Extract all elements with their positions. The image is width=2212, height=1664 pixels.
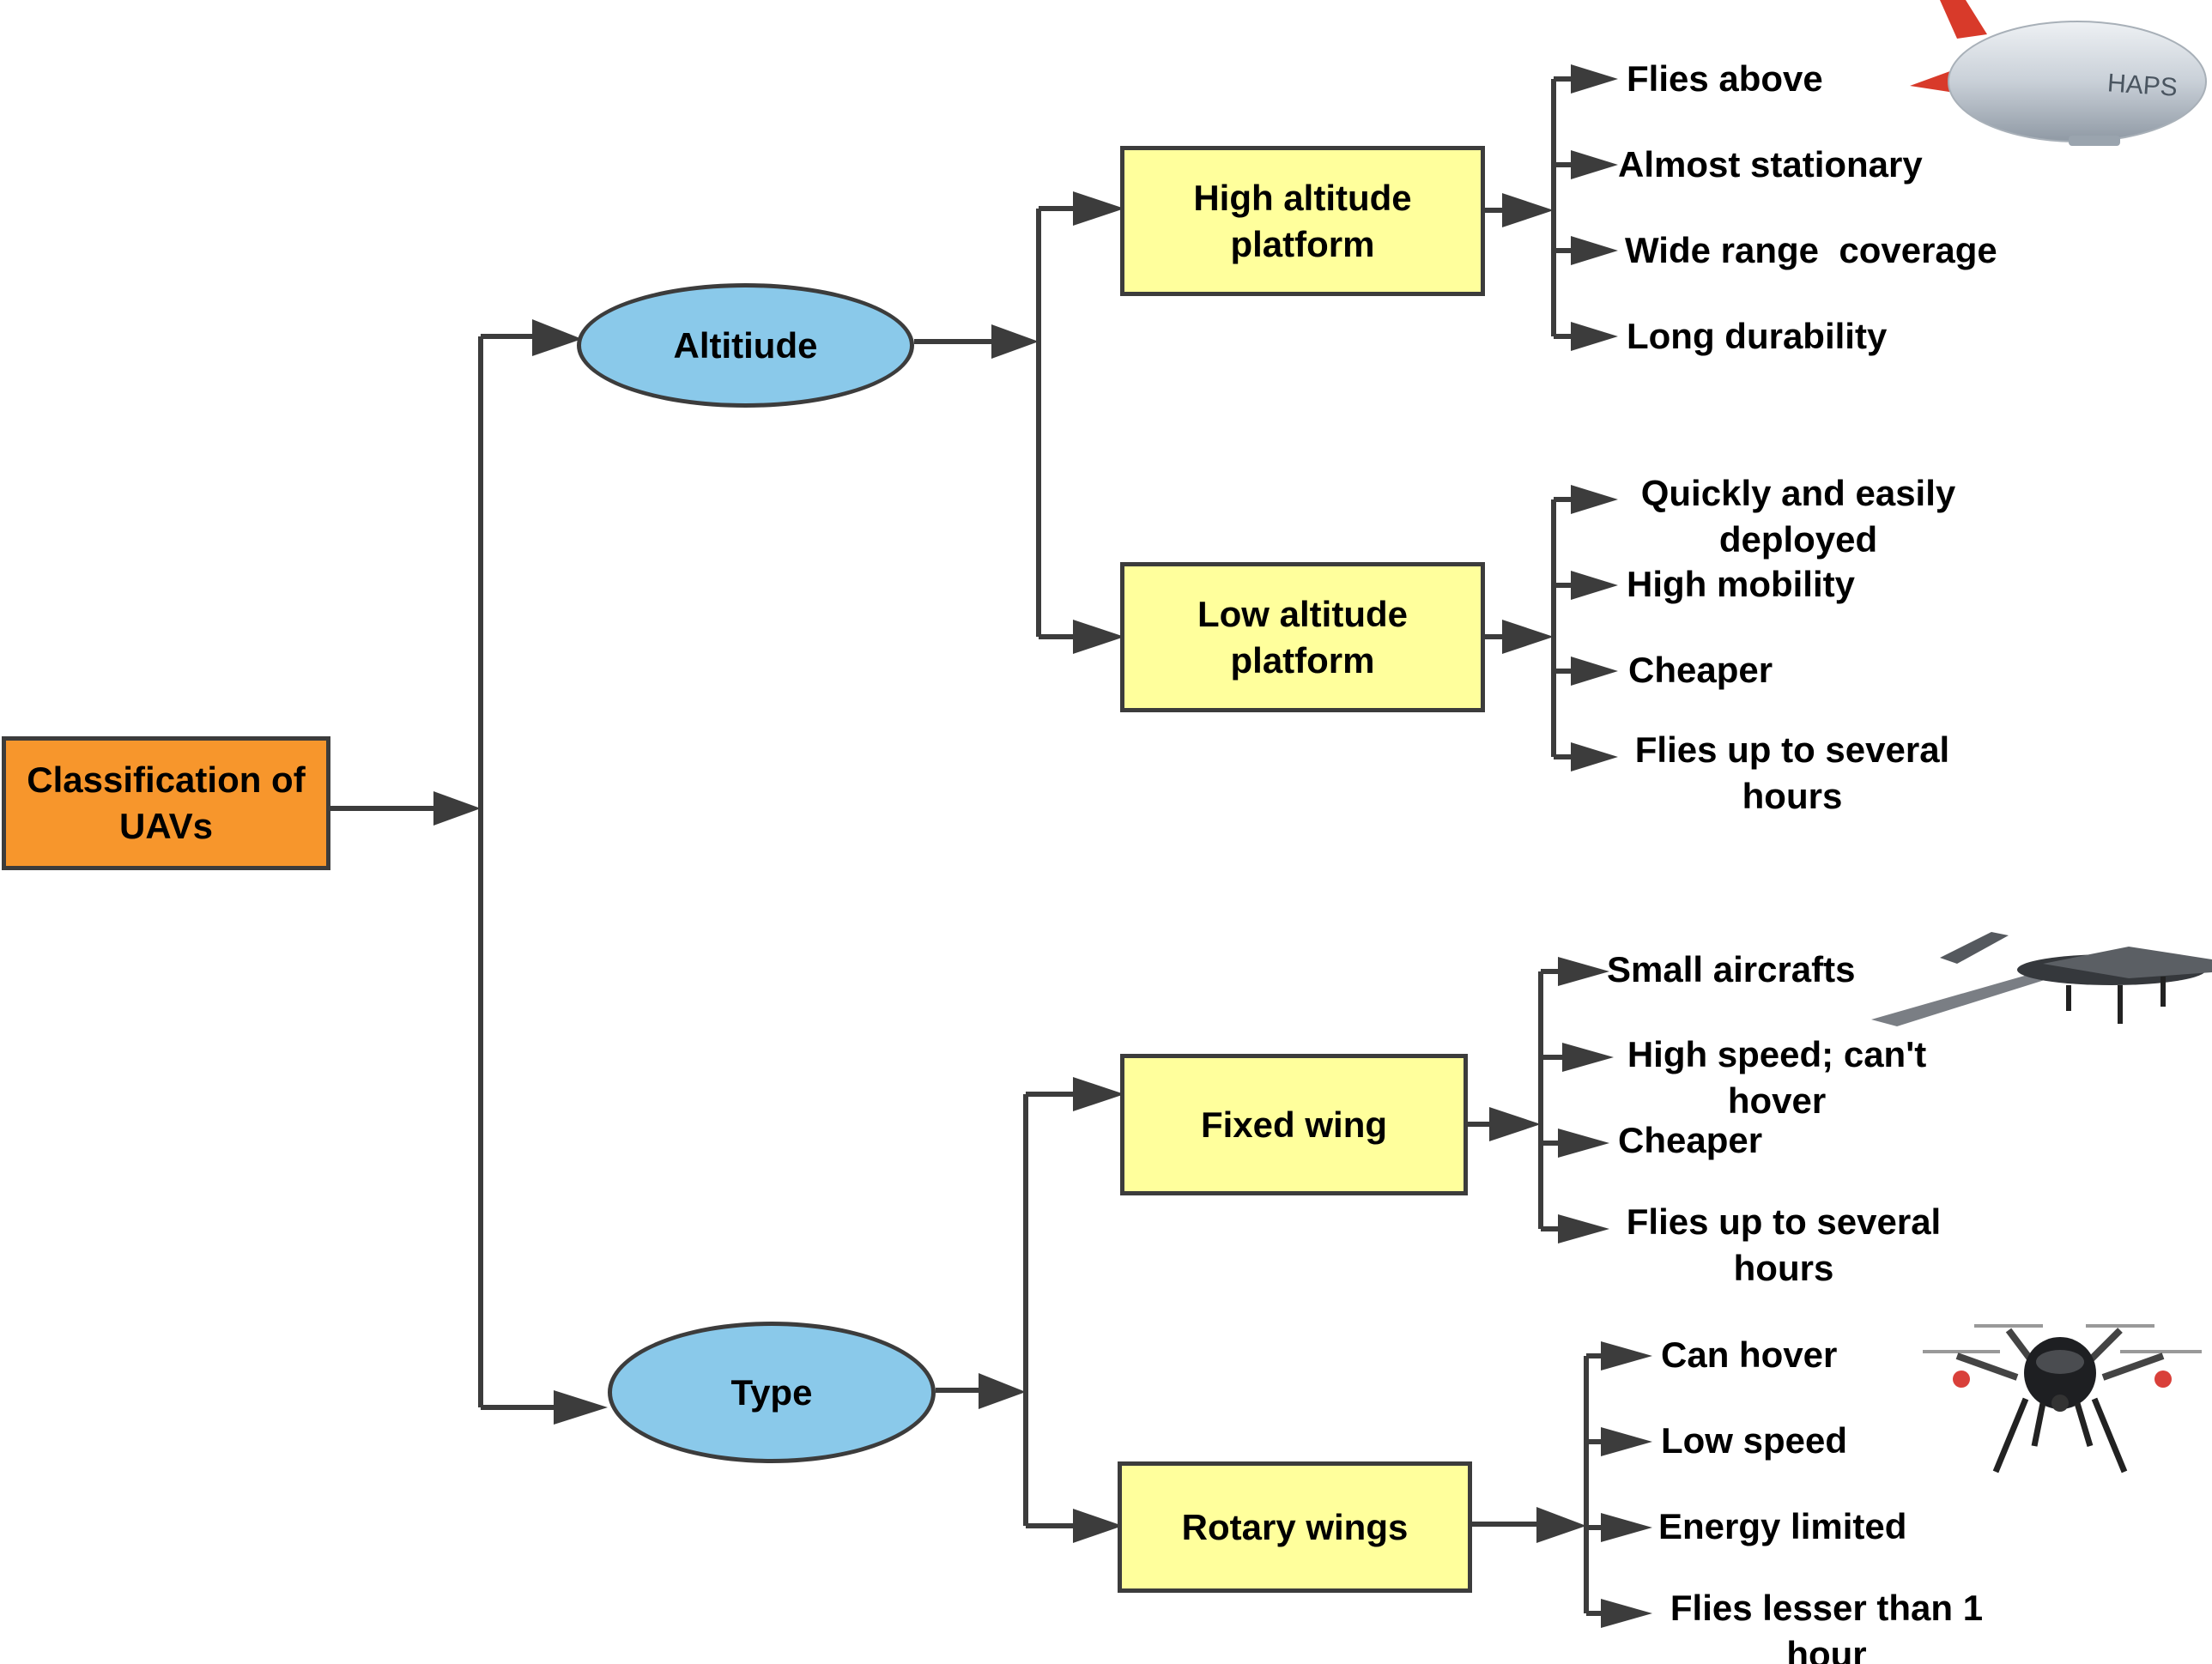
rotary-feature-3: Energy limited <box>1658 1506 1907 1546</box>
root-label: Classification of UAVs <box>27 759 306 846</box>
root-node: Classification of UAVs <box>2 736 330 870</box>
low-feature-2: High mobility <box>1627 564 1855 604</box>
rotary-feature-1: Can hover <box>1661 1334 1838 1375</box>
high-altitude-platform-label: High altitude platform <box>1193 177 1412 264</box>
low-altitude-platform-label: Low altitude platform <box>1197 593 1408 681</box>
low-feature-1: Quickly and easily deployed <box>1640 473 1956 560</box>
low-feature-3: Cheaper <box>1628 650 1773 690</box>
altitude-label: Altitiude <box>673 324 818 366</box>
rotary-feature-4: Flies lesser than 1 hour <box>1670 1588 1984 1664</box>
fixed-feature-2: High speed; can't hover <box>1627 1034 1927 1121</box>
rotary-feature-2: Low speed <box>1661 1420 1848 1461</box>
fixed-feature-1: Small aircrafts <box>1607 949 1856 989</box>
fixed-wing-node: Fixed wing <box>1120 1054 1468 1195</box>
high-feature-1: Flies above <box>1627 58 1823 99</box>
rotary-wings-node: Rotary wings <box>1118 1461 1472 1593</box>
airship-label: HAPS <box>2106 69 2179 102</box>
fixed-wing-drone-icon <box>1871 932 2212 1026</box>
altitude-node: Altitiude <box>577 283 914 408</box>
low-feature-4: Flies up to several hours <box>1634 729 1950 816</box>
low-altitude-platform-node: Low altitude platform <box>1120 562 1485 712</box>
airship-icon: HAPS <box>1910 0 2207 146</box>
fixed-feature-4: Flies up to several hours <box>1626 1201 1942 1288</box>
quadcopter-drone-icon <box>1923 1324 2202 1473</box>
type-node: Type <box>608 1322 936 1463</box>
high-feature-3: Wide range coverage <box>1625 230 1997 270</box>
high-feature-4: Long durability <box>1627 316 1888 356</box>
fixed-feature-3: Cheaper <box>1618 1120 1763 1160</box>
rotary-wings-label: Rotary wings <box>1181 1506 1409 1547</box>
high-altitude-platform-node: High altitude platform <box>1120 146 1485 296</box>
fixed-wing-label: Fixed wing <box>1200 1104 1387 1145</box>
type-label: Type <box>730 1371 813 1413</box>
high-feature-2: Almost stationary <box>1618 144 1923 185</box>
